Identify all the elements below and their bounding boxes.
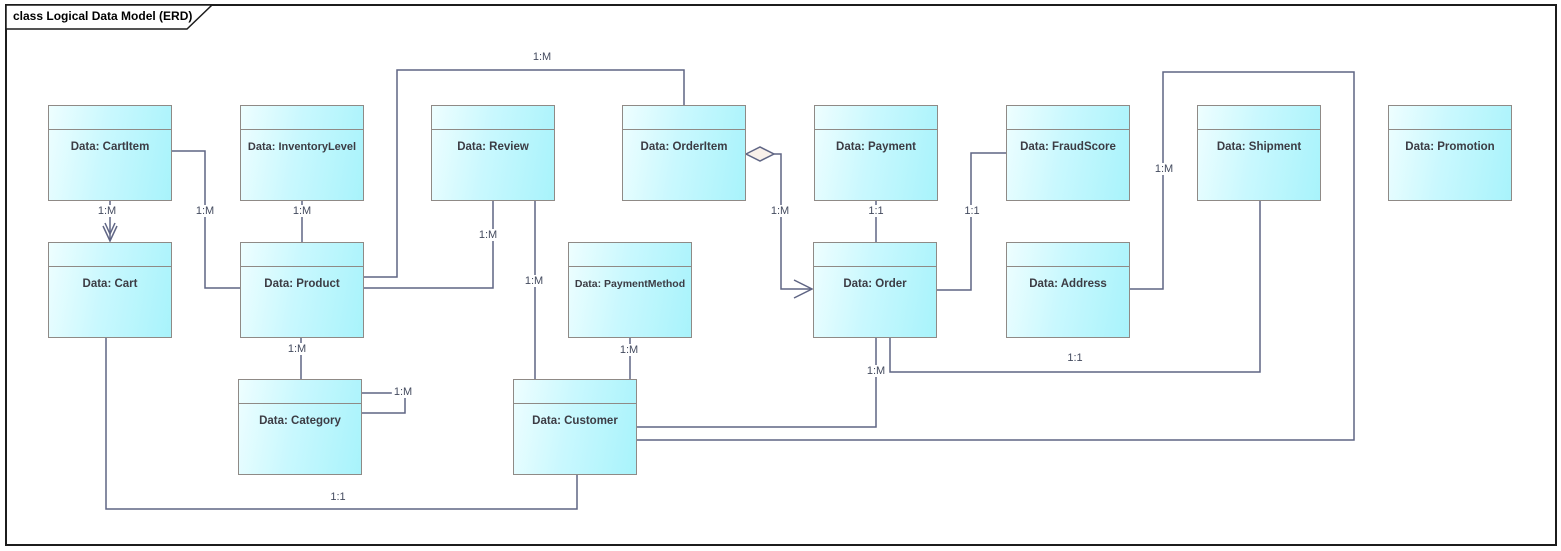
entity-name: Data: InventoryLevel — [247, 141, 357, 153]
entity-name: Data: Product — [264, 278, 340, 290]
entity-name: Data: Address — [1029, 278, 1107, 290]
entity-customer[interactable]: Data: Customer — [513, 379, 637, 475]
entity-paymentmethod[interactable]: Data: PaymentMethod — [568, 242, 692, 338]
entity-name: Data: Category — [259, 415, 341, 427]
connector-cart-customer[interactable] — [105, 338, 578, 510]
entity-name: Data: Review — [457, 141, 529, 153]
connector-customer-address[interactable] — [637, 71, 1355, 441]
multiplicity-label: 1:M — [1152, 163, 1176, 175]
entity-name: Data: Promotion — [1405, 141, 1495, 153]
multiplicity-label: 1:M — [193, 205, 217, 217]
diagram-title: class Logical Data Model (ERD) — [13, 9, 193, 23]
diagram-title-tab — [5, 4, 214, 30]
entity-header-compartment — [623, 106, 745, 130]
multiplicity-label: 1:M — [285, 343, 309, 355]
connector-cartitem-product[interactable] — [172, 150, 240, 289]
connector-orderitem-order[interactable] — [744, 146, 814, 299]
multiplicity-label: 1:M — [95, 205, 119, 217]
entity-product[interactable]: Data: Product — [240, 242, 364, 338]
diagram-frame — [5, 4, 1557, 546]
entity-header-compartment — [815, 106, 937, 130]
entity-name: Data: Customer — [532, 415, 618, 427]
entity-name: Data: OrderItem — [640, 141, 728, 153]
entity-header-compartment — [49, 243, 171, 267]
entity-inventorylevel[interactable]: Data: InventoryLevel — [240, 105, 364, 201]
multiplicity-label: 1:1 — [328, 491, 348, 503]
multiplicity-label: 1:M — [290, 205, 314, 217]
aggregation-diamond-icon — [744, 146, 776, 162]
entity-header-compartment — [814, 243, 936, 267]
connector-product-orderitem[interactable] — [364, 69, 685, 278]
connector-review-product[interactable] — [364, 201, 494, 289]
entity-name: Data: Shipment — [1216, 141, 1302, 153]
entity-header-compartment — [514, 380, 636, 404]
multiplicity-label: 1:1 — [962, 205, 982, 217]
entity-order[interactable]: Data: Order — [813, 242, 937, 338]
entity-name: Data: CartItem — [70, 141, 150, 153]
entity-payment[interactable]: Data: Payment — [814, 105, 938, 201]
double-open-arrow-icon — [104, 222, 116, 236]
multiplicity-label: 1:M — [864, 365, 888, 377]
multiplicity-label: 1:M — [617, 344, 641, 356]
multiplicity-label: 1:M — [530, 51, 554, 63]
entity-header-compartment — [1198, 106, 1320, 130]
entity-fraudscore[interactable]: Data: FraudScore — [1006, 105, 1130, 201]
entity-header-compartment — [432, 106, 554, 130]
multiplicity-label: 1:M — [476, 229, 500, 241]
entity-header-compartment — [1007, 243, 1129, 267]
multiplicity-label: 1:M — [391, 386, 415, 398]
connector-order-shipment[interactable] — [889, 201, 1261, 373]
open-arrow-icon — [793, 279, 814, 299]
entity-promotion[interactable]: Data: Promotion — [1388, 105, 1512, 201]
entity-header-compartment — [1389, 106, 1511, 130]
multiplicity-label: 1:M — [768, 205, 792, 217]
entity-header-compartment — [241, 106, 363, 130]
entity-header-compartment — [49, 106, 171, 130]
entity-name: Data: FraudScore — [1020, 141, 1116, 153]
entity-shipment[interactable]: Data: Shipment — [1197, 105, 1321, 201]
entity-name: Data: Cart — [82, 278, 138, 290]
multiplicity-label: 1:1 — [866, 205, 886, 217]
entity-orderitem[interactable]: Data: OrderItem — [622, 105, 746, 201]
connector-order-customer[interactable] — [637, 338, 877, 428]
entity-name: Data: PaymentMethod — [574, 278, 686, 290]
entity-header-compartment — [239, 380, 361, 404]
entity-cartitem[interactable]: Data: CartItem — [48, 105, 172, 201]
double-open-arrow-icon — [102, 225, 118, 243]
entity-name: Data: Payment — [836, 141, 916, 153]
connector-category-self[interactable] — [362, 392, 406, 414]
entity-name: Data: Order — [843, 278, 907, 290]
entity-header-compartment — [1007, 106, 1129, 130]
entity-cart[interactable]: Data: Cart — [48, 242, 172, 338]
entity-review[interactable]: Data: Review — [431, 105, 555, 201]
connector-fraudscore-order[interactable] — [937, 152, 1006, 291]
entity-header-compartment — [569, 243, 691, 267]
entity-category[interactable]: Data: Category — [238, 379, 362, 475]
entity-header-compartment — [241, 243, 363, 267]
multiplicity-label: 1:M — [522, 275, 546, 287]
multiplicity-label: 1:1 — [1065, 352, 1085, 364]
entity-address[interactable]: Data: Address — [1006, 242, 1130, 338]
